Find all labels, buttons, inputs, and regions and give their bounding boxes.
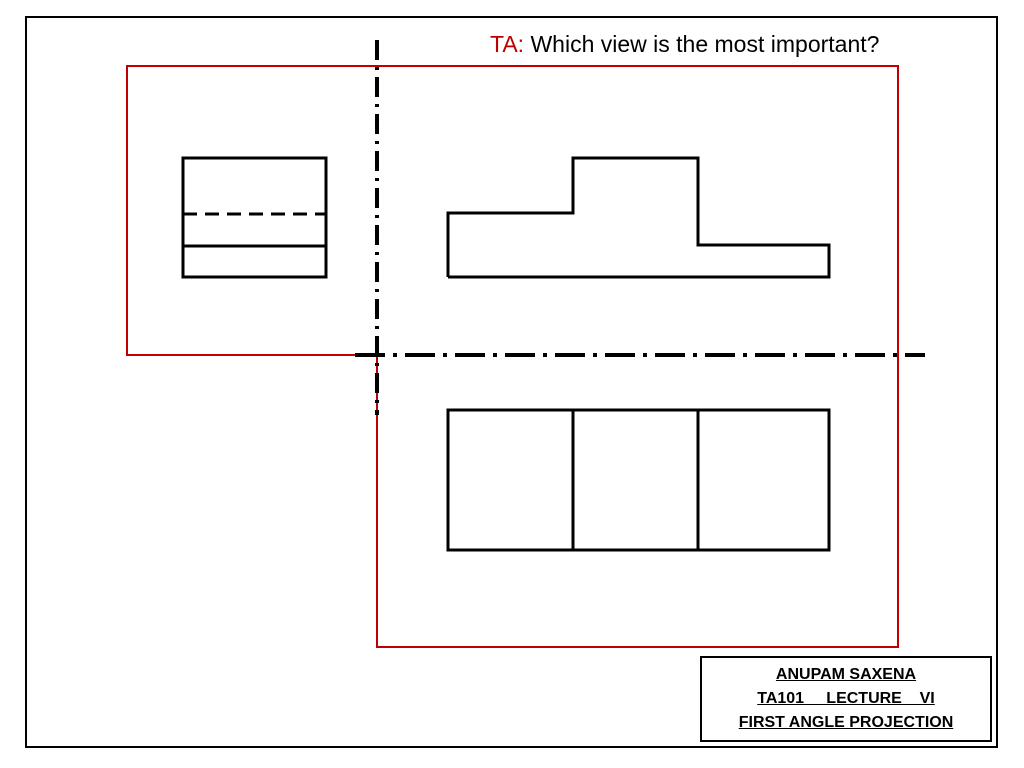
question-prefix: TA:	[490, 31, 525, 57]
upper-projection-region	[126, 65, 899, 356]
front-view-outline	[446, 156, 831, 279]
lower-projection-region	[376, 355, 899, 648]
slide-frame	[25, 16, 998, 748]
side-view-outline	[181, 156, 328, 279]
question-text: TA: Which view is the most important?	[490, 31, 879, 58]
title-block: ANUPAM SAXENA TA101 LECTURE VI FIRST ANG…	[700, 656, 992, 742]
question-body: Which view is the most important?	[524, 31, 880, 57]
top-view-outline	[446, 408, 831, 552]
title-block-topic: FIRST ANGLE PROJECTION	[738, 714, 954, 731]
title-block-course: TA101 LECTURE VI	[757, 690, 935, 707]
title-block-author: ANUPAM SAXENA	[775, 666, 917, 683]
